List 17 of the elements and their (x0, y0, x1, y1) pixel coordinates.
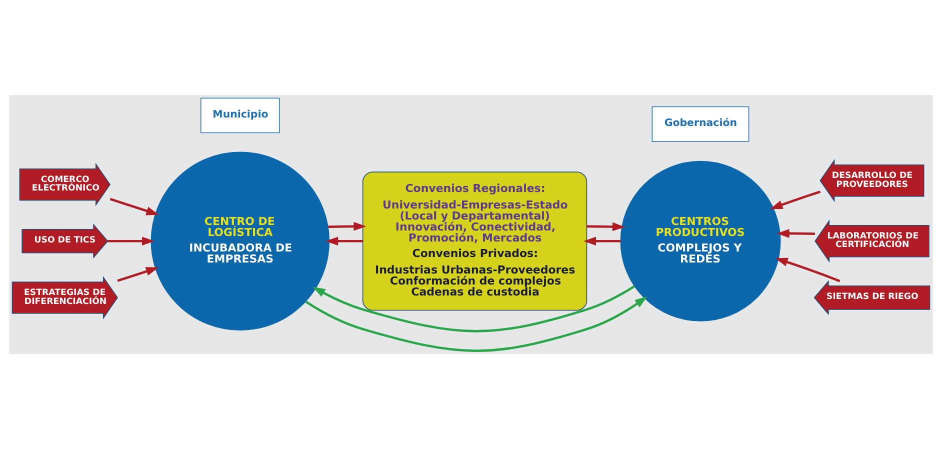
arrow (304, 296, 648, 352)
arrow (108, 236, 155, 246)
node-box: Municipio (200, 98, 280, 134)
arrow (326, 236, 363, 246)
arrow (776, 229, 815, 238)
arrow (770, 190, 821, 210)
arrow (312, 285, 635, 332)
arrow (586, 222, 626, 232)
arrow (328, 222, 366, 231)
node-circle: CENTROS PRODUCTIVOS COMPLEJOS Y REDES (620, 160, 781, 322)
arrow (110, 198, 159, 216)
node-box: Convenios Regionales: Universidad-Empresas-Estado (Local y Departamental) Innovación, Conectividad, Promoción, Mercados Convenios Privados: Industrias Urbanas-Proveedores Conformación de complejos Cadenas de custodia (362, 172, 588, 311)
node-circle: CENTRO DE LOGÍSTICA INCUBADORA DE EMPRESAS (150, 152, 330, 330)
arrow (583, 236, 620, 246)
arrow (117, 267, 159, 282)
arrow (775, 258, 840, 282)
node-box: Gobernación (652, 106, 750, 142)
